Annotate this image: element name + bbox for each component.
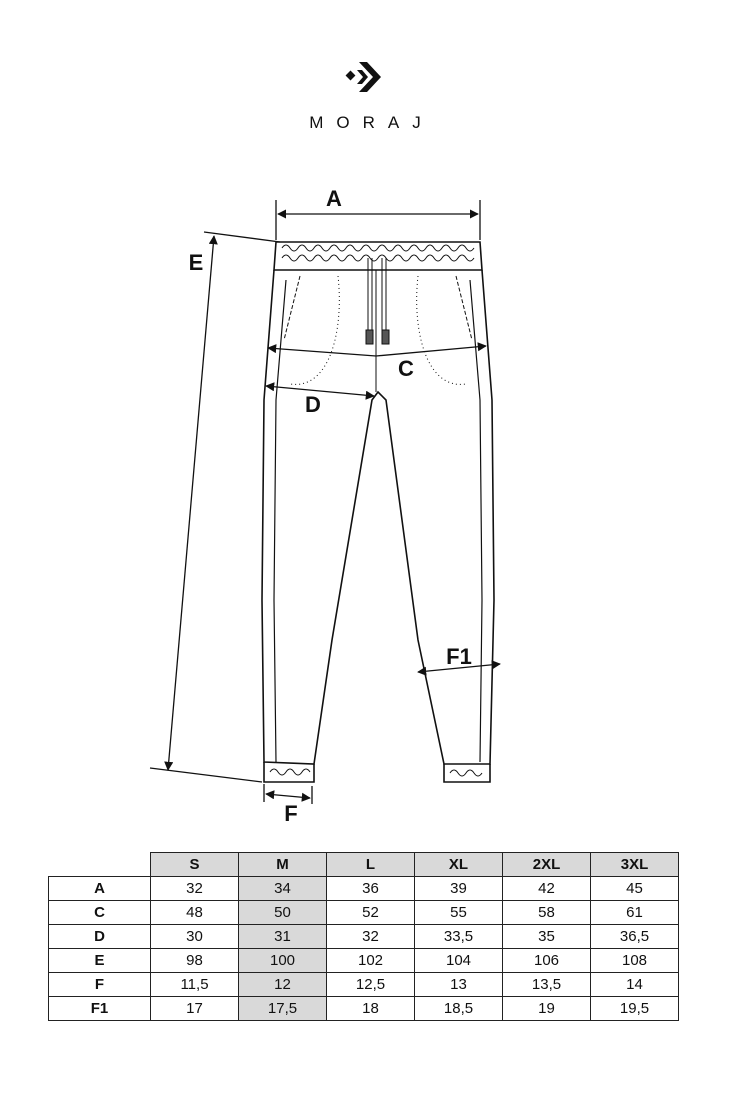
column-header: 3XL	[590, 852, 679, 877]
table-cell: 35	[502, 924, 591, 949]
table-cell: 45	[590, 876, 679, 901]
table-cell: 32	[150, 876, 239, 901]
table-cell: 39	[414, 876, 503, 901]
table-cell: 48	[150, 900, 239, 925]
table-cell: 55	[414, 900, 503, 925]
table-cell: 36,5	[590, 924, 679, 949]
table-cell: 32	[326, 924, 415, 949]
table-cell: 50	[238, 900, 327, 925]
table-cell: 17,5	[238, 996, 327, 1021]
dimension-e	[164, 235, 218, 771]
table-cell: 12,5	[326, 972, 415, 997]
label-d: D	[305, 392, 321, 417]
column-header: M	[238, 852, 327, 877]
table-cell: 30	[150, 924, 239, 949]
table-cell: 52	[326, 900, 415, 925]
chevron-arrow-logo-icon	[345, 62, 381, 92]
dimension-f1	[417, 660, 501, 676]
table-row: A 32 34 36 39 42 45	[48, 876, 679, 901]
table-cell: 34	[238, 876, 327, 901]
row-header: A	[48, 876, 151, 901]
table-cell: 58	[502, 900, 591, 925]
table-cell: 98	[150, 948, 239, 973]
table-cell: 106	[502, 948, 591, 973]
table-cell: 104	[414, 948, 503, 973]
column-header: S	[150, 852, 239, 877]
table-cell: 13,5	[502, 972, 591, 997]
column-header: 2XL	[502, 852, 591, 877]
column-header: L	[326, 852, 415, 877]
table-cell: 61	[590, 900, 679, 925]
table-row: F1 17 17,5 18 18,5 19 19,5	[48, 996, 679, 1021]
table-cell: 14	[590, 972, 679, 997]
table-corner	[48, 852, 151, 877]
row-header: C	[48, 900, 151, 925]
table-cell: 12	[238, 972, 327, 997]
size-table: S M L XL 2XL 3XL A 32 34 36 39 42 45 C 4…	[48, 852, 679, 1021]
brand-logo	[0, 58, 730, 96]
dimension-lines	[149, 200, 501, 804]
table-row: E 98 100 102 104 106 108	[48, 948, 679, 973]
table-cell: 36	[326, 876, 415, 901]
label-c: C	[398, 356, 414, 381]
label-e: E	[189, 250, 204, 275]
table-cell: 42	[502, 876, 591, 901]
table-cell: 18	[326, 996, 415, 1021]
table-row: C 48 50 52 55 58 61	[48, 900, 679, 925]
table-cell: 100	[238, 948, 327, 973]
table-cell: 19	[502, 996, 591, 1021]
table-cell: 33,5	[414, 924, 503, 949]
table-cell: 108	[590, 948, 679, 973]
row-header: F1	[48, 996, 151, 1021]
table-cell: 13	[414, 972, 503, 997]
pants-diagram: A E C D F1 F	[149, 186, 501, 826]
row-header: D	[48, 924, 151, 949]
row-header: E	[48, 948, 151, 973]
size-table-header: S M L XL 2XL 3XL	[48, 852, 679, 877]
table-cell: 11,5	[150, 972, 239, 997]
table-cell: 18,5	[414, 996, 503, 1021]
dimension-c	[267, 342, 487, 357]
column-header: XL	[414, 852, 503, 877]
table-row: D 30 31 32 33,5 35 36,5	[48, 924, 679, 949]
pants-outline	[261, 241, 495, 783]
row-header: F	[48, 972, 151, 997]
label-f1: F1	[446, 644, 472, 669]
dimension-f	[265, 790, 311, 802]
label-a: A	[326, 186, 342, 211]
table-row: F 11,5 12 12,5 13 13,5 14	[48, 972, 679, 997]
dimension-d	[265, 382, 375, 400]
brand-name: MORAJ	[309, 113, 434, 132]
table-cell: 102	[326, 948, 415, 973]
table-cell: 17	[150, 996, 239, 1021]
label-f: F	[284, 801, 297, 826]
table-cell: 19,5	[590, 996, 679, 1021]
table-cell: 31	[238, 924, 327, 949]
